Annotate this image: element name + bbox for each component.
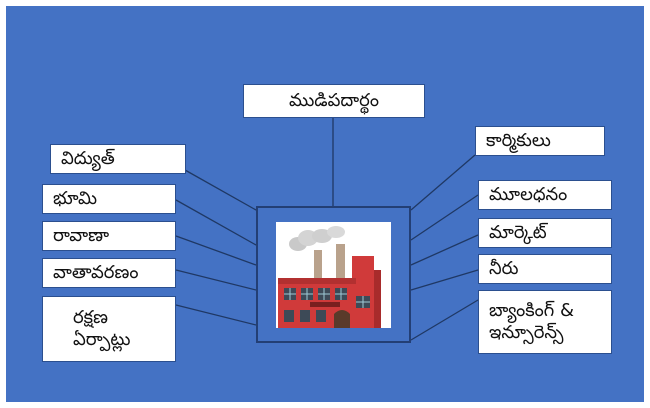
right-box-4: నీరు xyxy=(478,254,612,284)
connector-left-1 xyxy=(184,169,257,211)
left-label-5-line1: రక్షణ xyxy=(73,306,108,328)
left-label-3: రావాణా xyxy=(53,224,110,246)
connector-left-4 xyxy=(175,269,257,291)
left-box-5: రక్షణ ఏర్పాట్లు xyxy=(42,296,176,362)
left-label-4: వాతావరణం xyxy=(53,261,139,283)
right-label-3: మార్కెట్ xyxy=(489,221,547,243)
right-label-2: మూలధనం xyxy=(489,183,568,205)
top-label-box: ముడిపదార్థం xyxy=(243,84,425,118)
connector-right-3 xyxy=(410,234,479,266)
left-label-5-line2: ఏర్పాట్లు xyxy=(73,329,131,350)
connector-right-5 xyxy=(410,299,479,341)
connector-right-1 xyxy=(410,154,476,211)
right-box-5: బ్యాంకింగ్ & ఇన్సూరెన్స్ xyxy=(478,290,612,354)
right-label-1: కార్మికులు xyxy=(486,129,551,151)
right-box-2: మూలధనం xyxy=(478,180,612,210)
right-box-3: మార్కెట్ xyxy=(478,218,612,248)
connector-right-4 xyxy=(410,269,479,291)
left-box-3: రావాణా xyxy=(42,221,176,251)
left-label-1: విద్యుత్ xyxy=(61,147,115,169)
right-box-1: కార్మికులు xyxy=(475,126,605,156)
top-label: ముడిపదార్థం xyxy=(289,89,379,111)
right-label-5-line1: బ్యాంకింగ్ & xyxy=(489,299,575,321)
connector-left-3 xyxy=(175,235,257,266)
connector-right-2 xyxy=(410,194,479,241)
right-label-4: నీరు xyxy=(489,257,519,279)
connector-left-2 xyxy=(175,199,257,246)
left-box-2: భూమి xyxy=(42,184,176,214)
connector-left-5 xyxy=(175,304,257,326)
left-label-2: భూమి xyxy=(53,187,98,209)
left-box-1: విద్యుత్ xyxy=(50,144,186,174)
factory-image-frame xyxy=(256,206,411,343)
right-label-5-line2: ఇన్సూరెన్స్ xyxy=(489,322,564,343)
left-box-4: వాతావరణం xyxy=(42,258,176,288)
factory-icon xyxy=(278,226,381,328)
factory-image xyxy=(276,222,391,328)
